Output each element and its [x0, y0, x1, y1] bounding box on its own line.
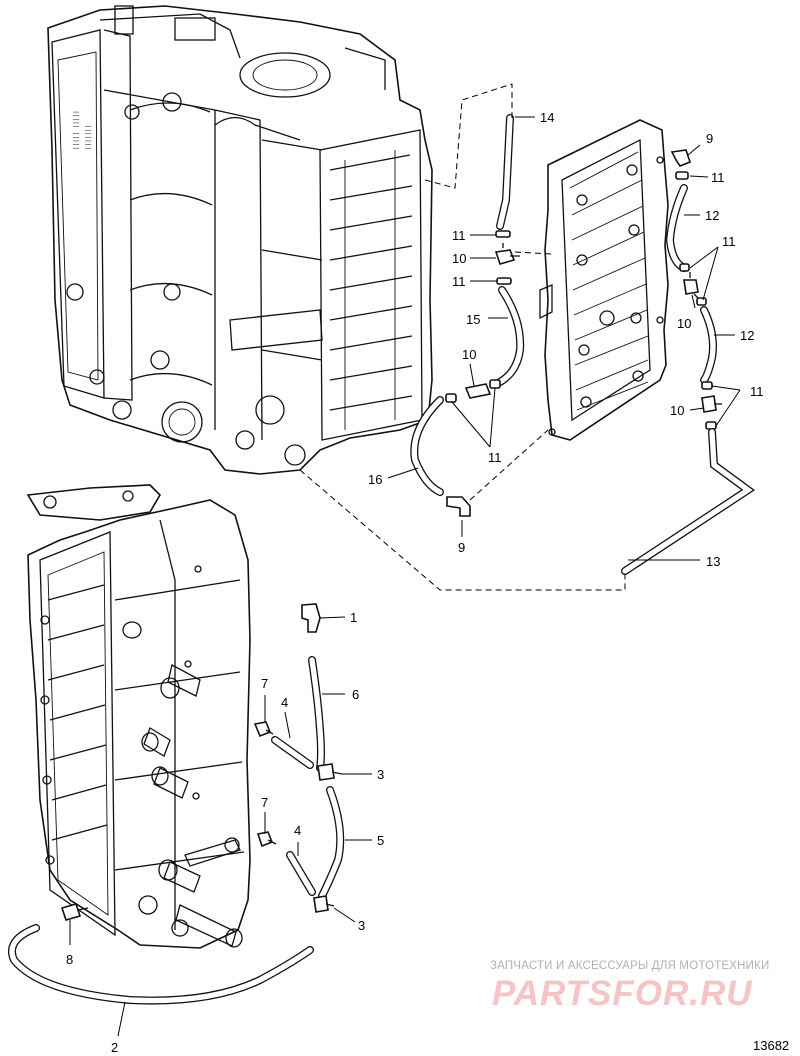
callout-16: 16: [368, 472, 382, 487]
callout-3-upper: 3: [377, 767, 384, 782]
callout-11-top: 11: [711, 170, 725, 185]
cylinder-block-upper: ||||| ||||| |||||||: [47, 5, 433, 475]
dashed-reference-lines: [299, 83, 626, 591]
transfer-cover-plate: [539, 119, 669, 441]
crankcase-lower: [26, 484, 251, 949]
callout-6: 6: [352, 687, 359, 702]
callout-2: 2: [111, 1040, 118, 1055]
svg-text:|||||||: |||||||: [85, 125, 92, 150]
callout-8: 8: [66, 952, 73, 967]
callout-10-right-upper: 10: [677, 316, 691, 331]
leader-lines: [69, 116, 741, 1037]
callout-11-right-lower: 11: [750, 384, 764, 399]
callout-11-left-b: 11: [452, 274, 466, 289]
callout-11-right-upper: 11: [722, 234, 736, 249]
callout-7-lower: 7: [261, 795, 268, 810]
callout-12-lower: 12: [740, 328, 754, 343]
callout-12-top: 12: [705, 208, 719, 223]
callout-10-right-lower: 10: [670, 403, 684, 418]
callout-9-top: 9: [706, 131, 713, 146]
callout-13: 13: [706, 554, 720, 569]
svg-text:||||| |||||: ||||| |||||: [73, 110, 80, 150]
callout-7-upper: 7: [261, 676, 268, 691]
callout-1: 1: [350, 610, 357, 625]
callout-10-left: 10: [452, 251, 466, 266]
callout-11-left-a: 11: [452, 228, 466, 243]
callout-10-mid: 10: [462, 347, 476, 362]
callout-15: 15: [466, 312, 480, 327]
callout-4-upper: 4: [281, 695, 288, 710]
callout-9-bottom: 9: [458, 540, 465, 555]
watermark-logo: PARTSFOR.RU: [492, 974, 753, 1013]
hoses-and-fittings: [8, 114, 755, 1005]
callout-5: 5: [377, 833, 384, 848]
diagram-reference-number: 13682: [753, 1038, 790, 1053]
callout-numbers: 14 9 11 12 11 10 11 11 10 12 15 10 11 10…: [66, 110, 764, 1055]
callout-3-lower: 3: [358, 918, 365, 933]
callout-11-mid: 11: [488, 450, 502, 465]
callout-4-lower: 4: [294, 823, 301, 838]
watermark-tagline: ЗАПЧАСТИ И АКСЕССУАРЫ ДЛЯ МОТОТЕХНИКИ: [490, 960, 770, 972]
callout-14: 14: [540, 110, 554, 125]
